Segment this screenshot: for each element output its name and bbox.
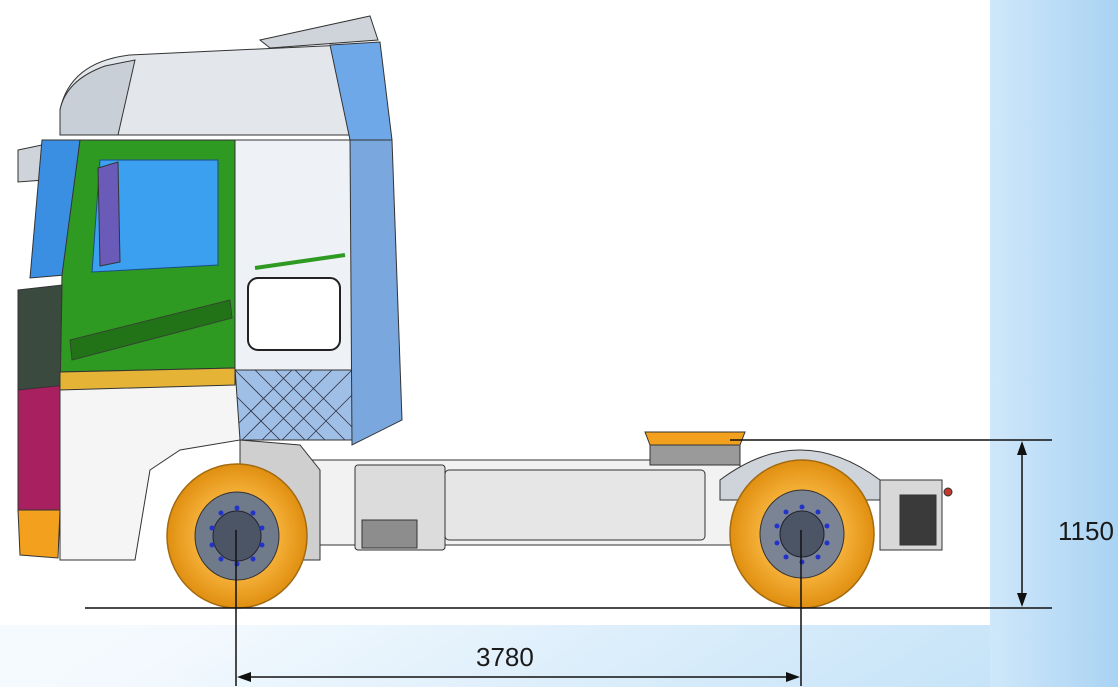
- truck-tractor-unit-illustration: [17, 15, 953, 561]
- wheelbase-label: 3780: [476, 642, 534, 672]
- front-bumper: [17, 384, 66, 513]
- roof-spoiler: [258, 15, 379, 49]
- fifth-wheel-height-label: 1150: [1058, 516, 1114, 546]
- height-dimension-arrow: [1017, 441, 1027, 607]
- rear-wheel: [729, 459, 875, 609]
- cab-rear-panel: [349, 139, 403, 446]
- side-panel: [990, 0, 1118, 687]
- wheelbase-dimension-arrow: [237, 672, 800, 682]
- fuel-tank: [444, 469, 706, 541]
- fifth-wheel: [644, 431, 746, 446]
- sleeper-side: [234, 139, 353, 391]
- front-wheel: [166, 463, 308, 609]
